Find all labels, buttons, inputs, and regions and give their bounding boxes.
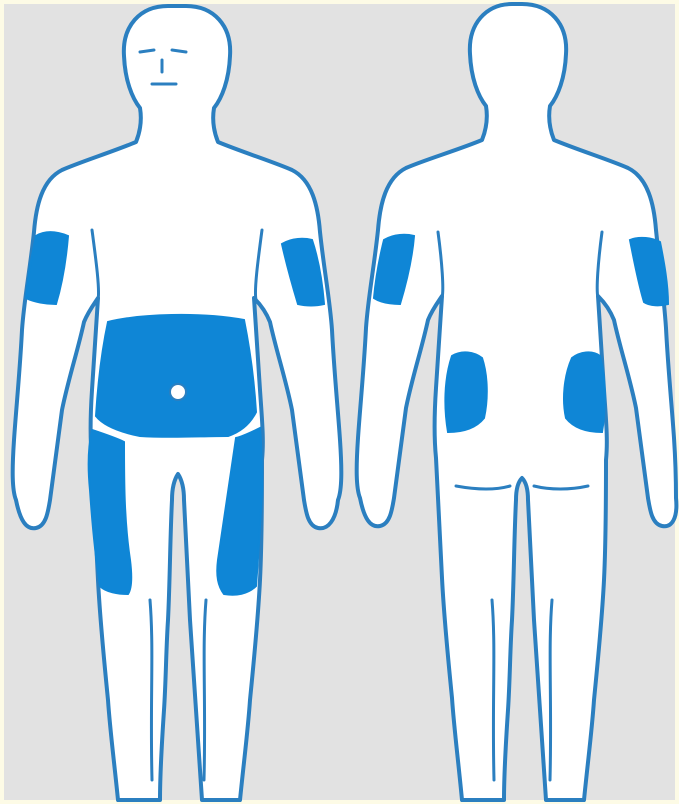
back-region-right-flank [564,352,605,432]
back-leg-line-right [550,600,552,780]
front-face-eye-right [172,50,186,52]
front-region-abdomen [96,315,256,437]
back-leg-line-left [492,600,494,780]
front-leg-line-right [204,600,206,780]
front-leg-line-left [150,600,152,780]
back-region-left-flank [445,352,486,432]
front-face-eye-left [140,50,154,52]
navel-icon [170,384,186,400]
